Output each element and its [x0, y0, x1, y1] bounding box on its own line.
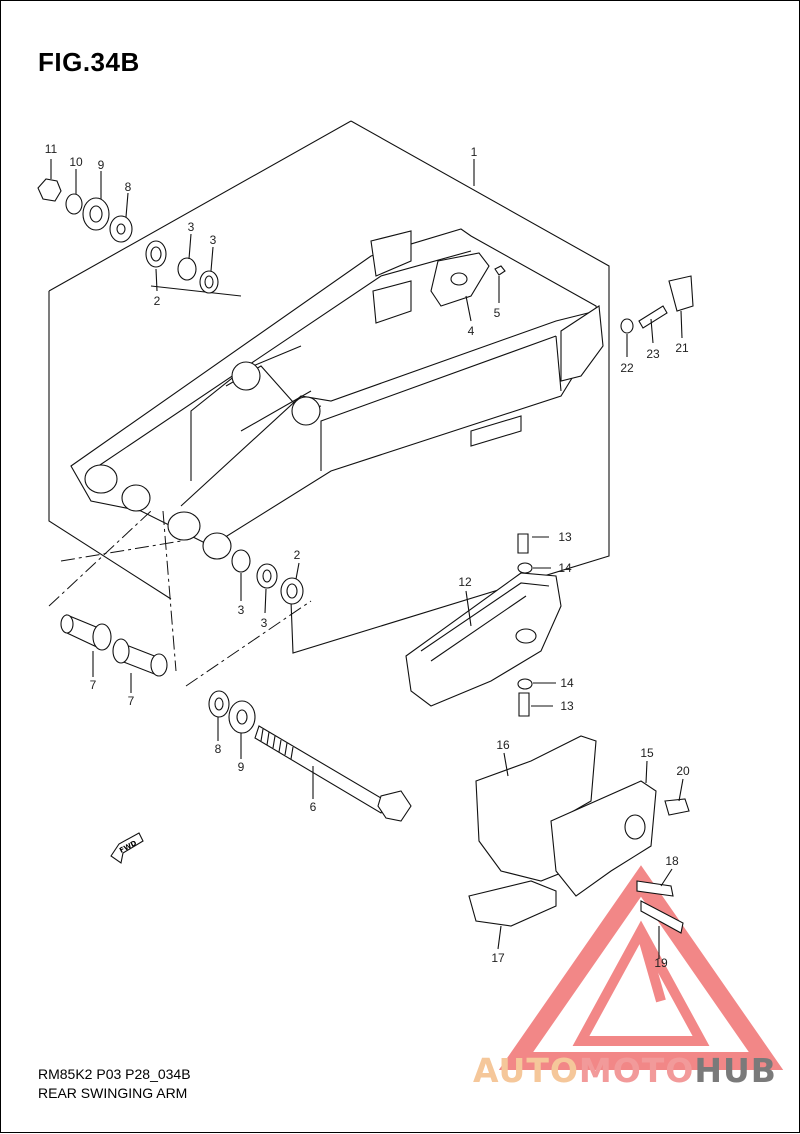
callout-10: 10 — [69, 155, 83, 169]
callout-22: 22 — [620, 361, 634, 375]
callout-9b: 9 — [238, 760, 245, 774]
callout-11: 11 — [45, 142, 58, 156]
center-line-b — [162, 510, 177, 672]
collar-upper — [145, 240, 219, 294]
callout-6: 6 — [310, 800, 317, 814]
callout-7b: 7 — [128, 694, 135, 708]
assembly-boundary — [48, 120, 610, 654]
callout-20: 20 — [676, 764, 690, 778]
callout-3b: 3 — [210, 233, 217, 247]
center-line-c — [185, 600, 312, 687]
callout-3a: 3 — [188, 220, 195, 234]
callout-14a: 14 — [558, 561, 572, 575]
callout-12: 12 — [458, 575, 472, 589]
callout-13b: 13 — [560, 699, 574, 713]
model-code: RM85K2 P03 P28_034B — [38, 1066, 191, 1082]
callout-14b: 14 — [560, 676, 574, 690]
chain-adjuster — [620, 275, 694, 334]
fwd-label: FWD — [118, 839, 138, 855]
nut-washer-stack — [37, 178, 133, 243]
callout-2a: 2 — [154, 294, 161, 308]
linkage-bracket — [468, 735, 690, 934]
callout-21: 21 — [675, 341, 689, 355]
callout-labels: 11 10 9 8 1 3 3 2 4 5 22 23 21 2 3 3 13 … — [45, 142, 690, 970]
callout-4: 4 — [468, 324, 475, 338]
forward-direction-icon: FWD — [110, 832, 144, 864]
callout-1: 1 — [471, 145, 478, 159]
callout-15: 15 — [640, 746, 654, 760]
callout-5: 5 — [494, 306, 501, 320]
callout-19: 19 — [654, 956, 668, 970]
callout-17: 17 — [491, 951, 505, 965]
callout-3c: 3 — [238, 603, 245, 617]
pivot-bushing — [60, 614, 168, 677]
watermark-part-moto: MOTO — [578, 1051, 695, 1090]
watermark-part-hub: HUB — [694, 1051, 777, 1090]
callout-3d: 3 — [261, 616, 268, 630]
chain-buffer — [405, 533, 562, 717]
callout-9: 9 — [98, 158, 105, 172]
pivot-bolt — [254, 725, 412, 822]
callout-16: 16 — [496, 738, 510, 752]
watermark-text: AUTOMOTOHUB — [473, 1051, 777, 1090]
callout-8b: 8 — [215, 742, 222, 756]
callout-7a: 7 — [90, 678, 97, 692]
chain-guide-plate — [430, 252, 506, 307]
callout-18: 18 — [665, 854, 679, 868]
callout-13a: 13 — [558, 530, 572, 544]
callout-2b: 2 — [294, 548, 301, 562]
collar-lower — [231, 549, 304, 605]
callout-8: 8 — [125, 180, 132, 194]
washer-lower — [208, 690, 256, 734]
swingarm — [70, 228, 604, 560]
leader-lines — [50, 159, 684, 959]
figure-title: FIG.34B — [38, 47, 140, 77]
watermark-logo-icon — [498, 865, 784, 1070]
center-line-d — [60, 540, 182, 562]
callout-23: 23 — [646, 347, 660, 361]
section-title: REAR SWINGING ARM — [38, 1085, 188, 1101]
center-line-a — [48, 510, 152, 607]
watermark-part-auto: AUTO — [473, 1051, 579, 1090]
